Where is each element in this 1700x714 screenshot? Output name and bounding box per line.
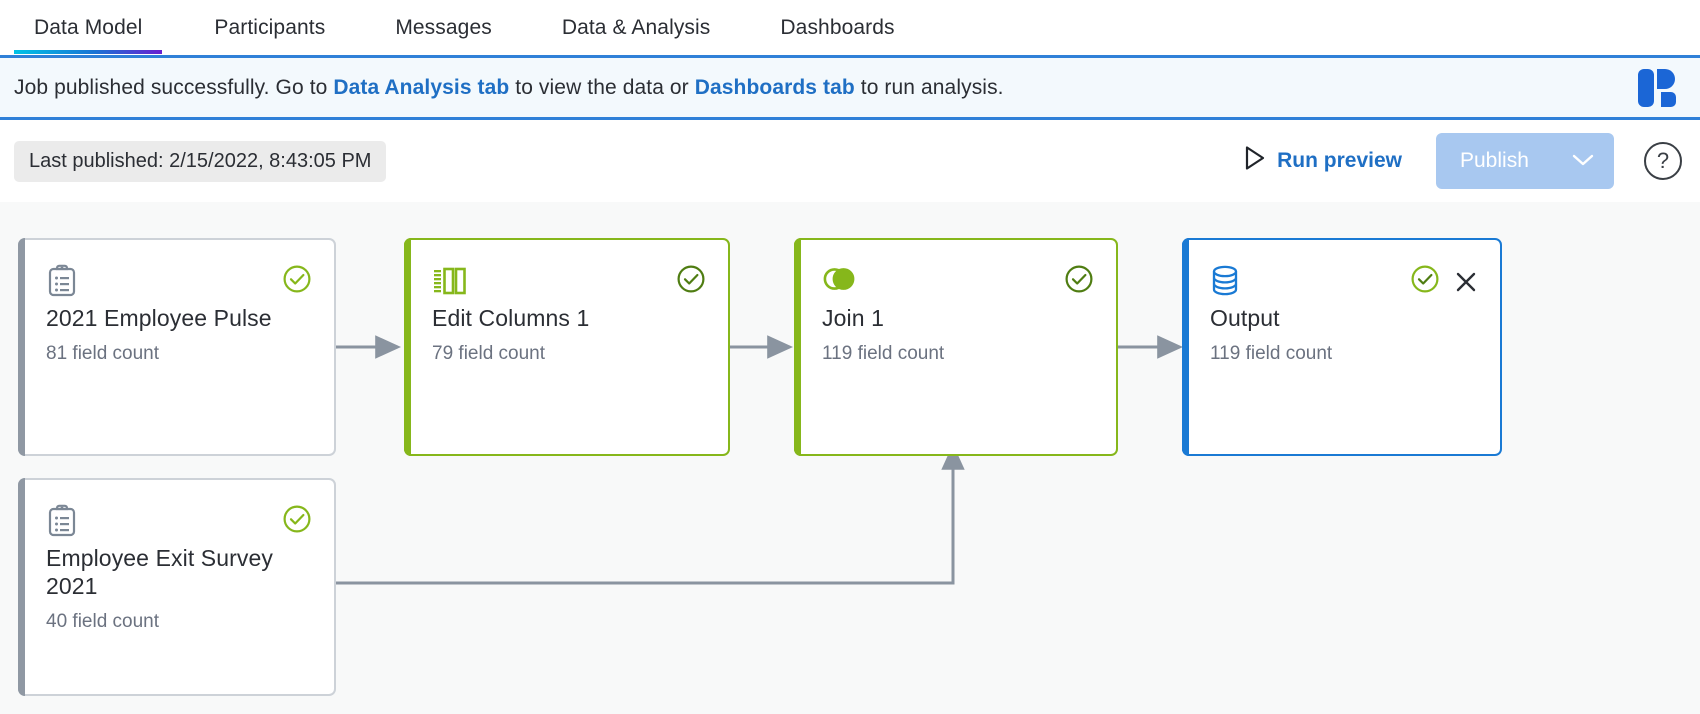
node-accent-bar — [1182, 238, 1189, 456]
status-check-icon — [676, 264, 706, 299]
banner-lead-text: Job published successfully. Go to — [14, 75, 334, 99]
play-icon — [1244, 145, 1266, 177]
node-header — [796, 240, 1116, 293]
publish-button[interactable]: Publish — [1436, 133, 1614, 189]
data-analysis-tab-link[interactable]: Data Analysis tab — [333, 75, 510, 99]
node-field-count: 40 field count — [46, 611, 160, 633]
run-preview-button[interactable]: Run preview — [1244, 145, 1402, 177]
node-field-count: 119 field count — [822, 343, 945, 365]
node-header — [20, 480, 334, 537]
node-field-count: 79 field count — [432, 343, 546, 365]
tab-label: Messages — [395, 16, 492, 39]
node-title: 2021 Employee Pulse — [46, 305, 272, 331]
banner-message: Job published successfully. Go to Data A… — [14, 76, 1004, 100]
node-actions — [282, 264, 312, 299]
clipboard-survey-icon — [46, 264, 78, 303]
help-button[interactable]: ? — [1644, 142, 1682, 180]
node-actions — [676, 264, 706, 299]
node-title: Output — [1210, 305, 1280, 331]
node-employee-exit-survey-2021[interactable]: Employee Exit Survey 2021 40 field count — [18, 478, 336, 696]
tab-participants[interactable]: Participants — [194, 0, 345, 54]
help-icon: ? — [1656, 148, 1670, 173]
status-check-icon — [1410, 264, 1440, 299]
dashboards-tab-link[interactable]: Dashboards tab — [694, 75, 855, 99]
tab-label: Dashboards — [780, 16, 895, 39]
tab-data-and-analysis[interactable]: Data & Analysis — [542, 0, 731, 54]
tab-label: Data & Analysis — [561, 16, 711, 39]
columns-icon — [432, 264, 466, 303]
node-actions — [1410, 264, 1478, 299]
join-venn-icon — [822, 264, 856, 299]
banner-tail-text: to run analysis. — [854, 75, 1004, 99]
last-published-badge: Last published: 2/15/2022, 8:43:05 PM — [14, 140, 387, 182]
node-output[interactable]: Output 119 field count — [1182, 238, 1502, 456]
node-actions — [282, 504, 312, 539]
clipboard-survey-icon — [46, 504, 78, 543]
database-icon — [1210, 264, 1240, 303]
remove-node-button[interactable] — [1454, 270, 1478, 294]
banner-mid-text: to view the data or — [509, 75, 695, 99]
node-accent-bar — [794, 238, 801, 456]
toolbar-actions: Run preview Publish ? — [1244, 133, 1682, 189]
node-field-count: 119 field count — [1210, 343, 1333, 365]
node-title: Edit Columns 1 — [432, 305, 590, 331]
status-check-icon — [1064, 264, 1094, 299]
qualtrics-logo — [1636, 67, 1678, 109]
data-model-toolbar: Last published: 2/15/2022, 8:43:05 PM Ru… — [0, 120, 1700, 202]
tab-messages[interactable]: Messages — [375, 0, 512, 54]
status-check-icon — [282, 264, 312, 299]
node-2021-employee-pulse[interactable]: 2021 Employee Pulse 81 field count — [18, 238, 336, 456]
node-accent-bar — [18, 238, 25, 456]
main-tab-bar: Data Model Participants Messages Data & … — [0, 0, 1700, 55]
node-field-count: 81 field count — [46, 343, 160, 365]
node-edit-columns-1[interactable]: Edit Columns 1 79 field count — [404, 238, 730, 456]
node-accent-bar — [404, 238, 411, 456]
connector-edges — [336, 335, 1184, 585]
node-header — [1184, 240, 1500, 296]
data-model-canvas[interactable]: 2021 Employee Pulse 81 field count — [0, 202, 1700, 714]
node-title: Join 1 — [822, 305, 884, 331]
node-header — [20, 240, 334, 297]
node-header — [406, 240, 728, 295]
publish-label: Publish — [1460, 149, 1529, 172]
tab-label: Participants — [214, 16, 326, 39]
tab-label: Data Model — [34, 16, 143, 39]
run-preview-label: Run preview — [1277, 149, 1402, 172]
node-title: Employee Exit Survey 2021 — [46, 545, 273, 600]
node-accent-bar — [18, 478, 25, 696]
node-join-1[interactable]: Join 1 119 field count — [794, 238, 1118, 456]
status-check-icon — [282, 504, 312, 539]
publish-success-banner: Job published successfully. Go to Data A… — [0, 55, 1700, 120]
chevron-down-icon — [1572, 149, 1594, 173]
node-actions — [1064, 264, 1094, 299]
tab-dashboards[interactable]: Dashboards — [760, 0, 914, 54]
tab-data-model[interactable]: Data Model — [14, 0, 163, 54]
